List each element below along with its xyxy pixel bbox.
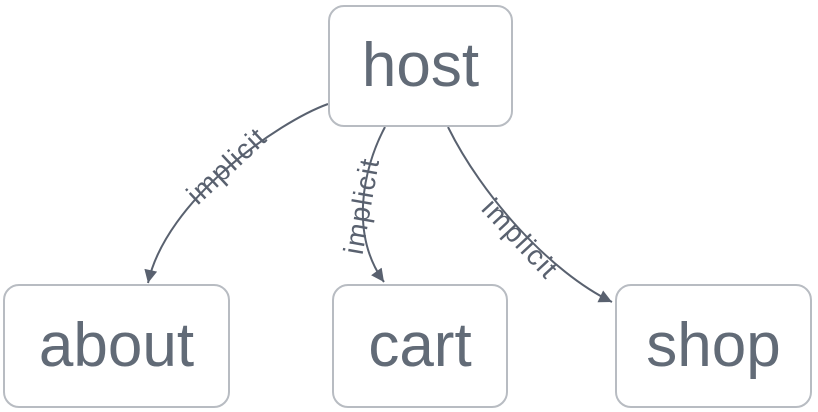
- node-about-label: about: [38, 311, 195, 380]
- node-cart-label: cart: [368, 311, 472, 380]
- node-about: about: [3, 284, 230, 408]
- node-shop: shop: [615, 284, 812, 408]
- edge-host-shop: [447, 126, 613, 303]
- node-host-label: host: [361, 31, 480, 100]
- node-host: host: [328, 5, 513, 127]
- node-cart: cart: [332, 284, 508, 408]
- edge-host-cart: [361, 126, 386, 283]
- edge-host-about: [144, 103, 329, 284]
- node-shop-label: shop: [646, 311, 781, 380]
